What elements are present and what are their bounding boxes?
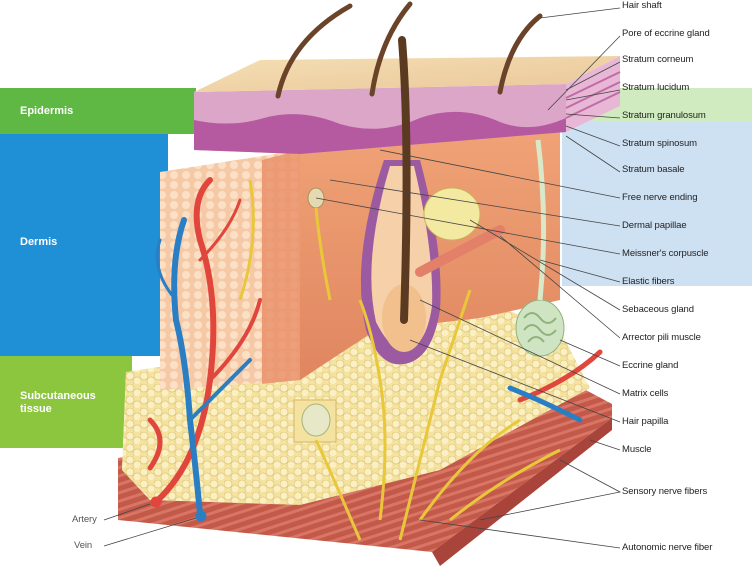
label-matrix: Matrix cells — [622, 388, 668, 399]
label-muscle: Muscle — [622, 444, 652, 455]
label-corneum: Stratum corneum — [622, 54, 693, 65]
pacinian-corpuscle — [294, 400, 336, 442]
sebaceous-gland — [424, 188, 480, 240]
label-lucidum: Stratum lucidum — [622, 82, 689, 93]
label-arrector: Arrector pili muscle — [622, 332, 701, 343]
label-free-nerve: Free nerve ending — [622, 192, 697, 203]
label-eccrine: Eccrine gland — [622, 360, 678, 371]
label-sebaceous: Sebaceous gland — [622, 304, 694, 315]
label-meissner: Meissner's corpuscle — [622, 248, 708, 259]
label-sensory: Sensory nerve fibers — [622, 486, 707, 497]
label-hair-shaft: Hair shaft — [622, 0, 662, 11]
label-vein: Vein — [74, 540, 92, 551]
label-elastic: Elastic fibers — [622, 276, 674, 287]
label-spinosum: Stratum spinosum — [622, 138, 697, 149]
label-dermal-papillae: Dermal papillae — [622, 220, 687, 231]
label-pore: Pore of eccrine gland — [622, 28, 710, 39]
label-basale: Stratum basale — [622, 164, 685, 175]
label-granulosum: Stratum granulosum — [622, 110, 706, 121]
label-autonomic: Autonomic nerve fiber — [622, 542, 712, 553]
label-artery: Artery — [72, 514, 97, 525]
label-hair-papilla: Hair papilla — [622, 416, 668, 427]
